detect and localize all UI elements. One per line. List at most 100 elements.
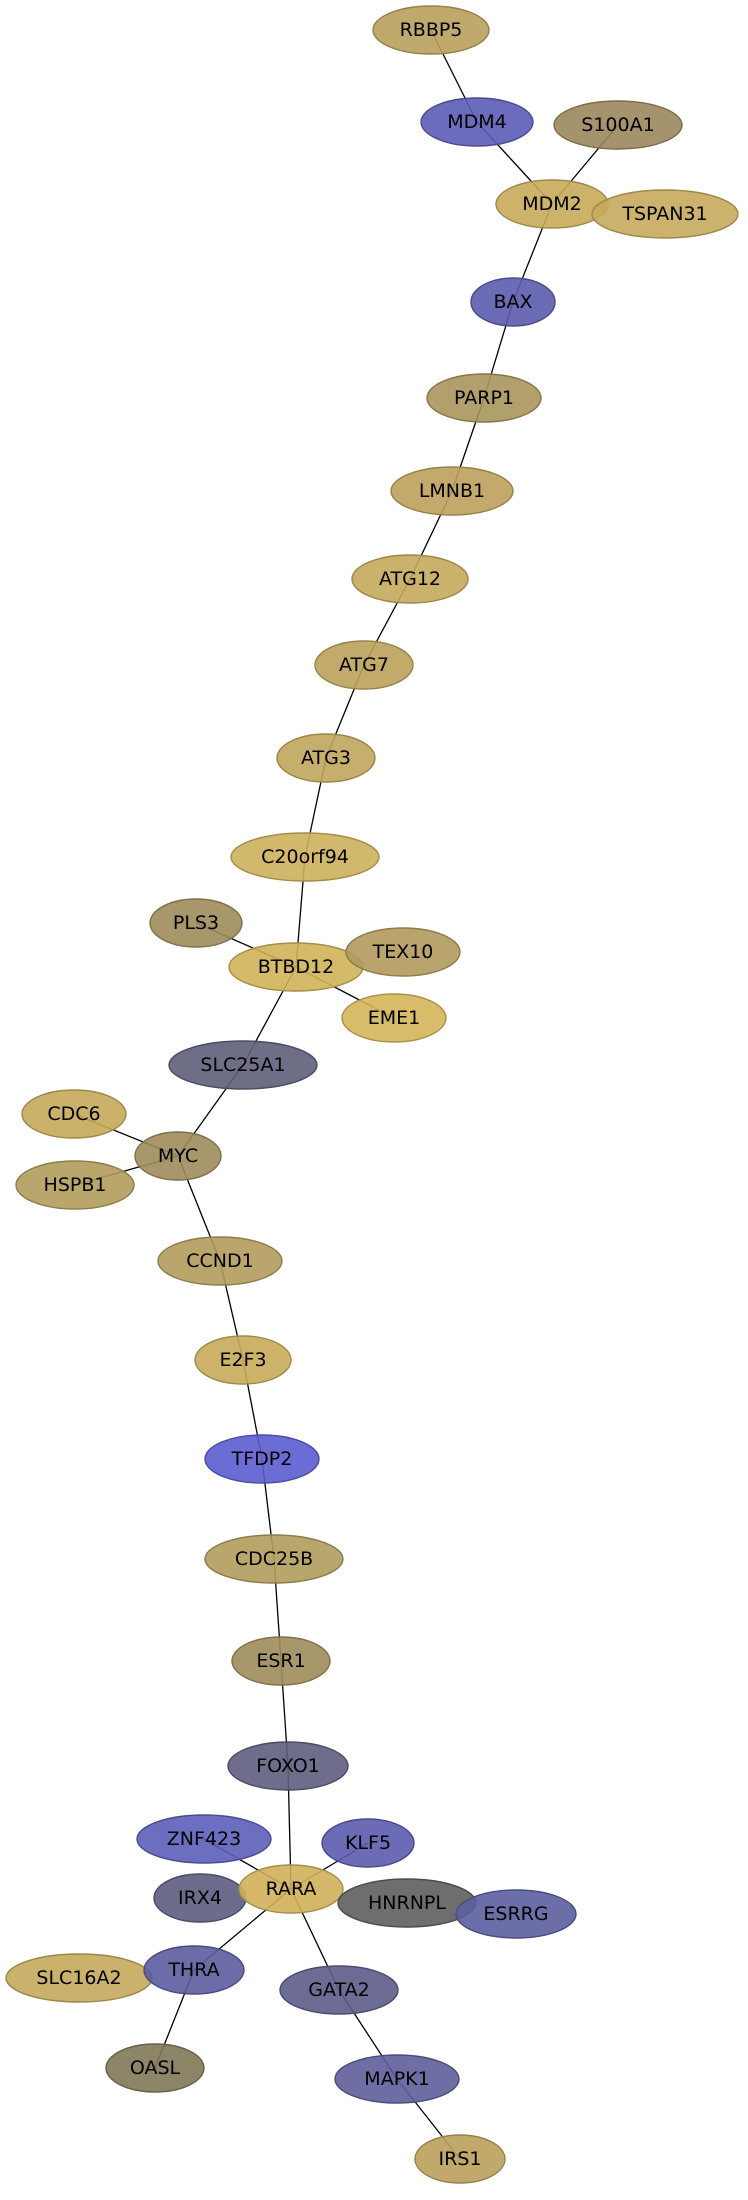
node-foxo1[interactable]: FOXO1 [227,1741,349,1791]
node-label: E2F3 [219,1349,266,1371]
node-eme1[interactable]: EME1 [341,993,447,1043]
node-btbd12[interactable]: BTBD12 [228,942,364,992]
node-label: SLC25A1 [200,1054,285,1076]
node-label: HNRNPL [368,1892,446,1914]
node-cdc25b[interactable]: CDC25B [204,1534,344,1584]
node-label: ESR1 [256,1650,305,1672]
node-ellipse [157,1236,283,1286]
node-ellipse [426,373,542,423]
node-bax[interactable]: BAX [470,277,556,327]
node-label: TEX10 [372,941,434,963]
node-ellipse [143,1945,245,1995]
node-label: IRX4 [178,1887,222,1909]
node-label: PARP1 [454,387,514,409]
node-s100a1[interactable]: S100A1 [553,100,683,150]
node-ellipse [238,1864,344,1914]
node-ellipse [136,1814,272,1864]
node-ellipse [414,2134,506,2184]
node-ellipse [372,5,490,55]
node-mdm4[interactable]: MDM4 [420,97,534,147]
node-esrrg[interactable]: ESRRG [455,1889,577,1939]
node-myc[interactable]: MYC [134,1131,222,1181]
node-c20orf94[interactable]: C20orf94 [230,832,380,882]
node-label: TFDP2 [231,1448,293,1470]
node-ellipse [149,898,243,948]
node-gata2[interactable]: GATA2 [279,1965,399,2015]
node-e2f3[interactable]: E2F3 [194,1335,292,1385]
node-label: LMNB1 [419,480,485,502]
node-ccnd1[interactable]: CCND1 [157,1236,283,1286]
node-label: TSPAN31 [621,203,707,225]
node-irx4[interactable]: IRX4 [153,1873,247,1923]
node-ellipse [314,640,414,690]
node-rara[interactable]: RARA [238,1864,344,1914]
node-label: CCND1 [186,1250,253,1272]
node-cdc6[interactable]: CDC6 [21,1089,127,1139]
node-mdm2[interactable]: MDM2 [495,179,609,229]
node-ellipse [204,1434,320,1484]
node-pls3[interactable]: PLS3 [149,898,243,948]
node-ellipse [341,993,447,1043]
node-ellipse [470,277,556,327]
node-label: C20orf94 [261,846,349,868]
node-parp1[interactable]: PARP1 [426,373,542,423]
node-label: RBBP5 [400,19,463,41]
node-label: HSPB1 [44,1174,107,1196]
node-lmnb1[interactable]: LMNB1 [390,466,514,516]
node-label: MDM2 [522,193,582,215]
node-label: SLC16A2 [36,1967,121,1989]
node-ellipse [105,2043,205,2093]
node-klf5[interactable]: KLF5 [321,1818,415,1868]
node-ellipse [553,100,683,150]
node-label: S100A1 [581,114,654,136]
node-znf423[interactable]: ZNF423 [136,1814,272,1864]
node-label: ATG7 [339,654,389,676]
node-ellipse [279,1965,399,2015]
node-tfdp2[interactable]: TFDP2 [204,1434,320,1484]
node-ellipse [168,1040,318,1090]
node-atg7[interactable]: ATG7 [314,640,414,690]
node-slc16a2[interactable]: SLC16A2 [5,1953,153,2003]
node-slc25a1[interactable]: SLC25A1 [168,1040,318,1090]
node-label: CDC25B [235,1548,313,1570]
node-ellipse [591,189,739,239]
node-thra[interactable]: THRA [143,1945,245,1995]
node-hspb1[interactable]: HSPB1 [15,1160,135,1210]
node-ellipse [230,832,380,882]
node-label: CDC6 [47,1103,100,1125]
node-ellipse [231,1636,331,1686]
node-ellipse [390,466,514,516]
node-hnrnpl[interactable]: HNRNPL [337,1878,477,1928]
node-ellipse [276,733,376,783]
node-ellipse [227,1741,349,1791]
node-tspan31[interactable]: TSPAN31 [591,189,739,239]
node-tex10[interactable]: TEX10 [345,927,461,977]
node-mapk1[interactable]: MAPK1 [334,2054,460,2104]
node-label: PLS3 [173,912,219,934]
node-label: MAPK1 [364,2068,429,2090]
node-label: FOXO1 [256,1755,320,1777]
node-label: BAX [493,291,532,313]
node-label: IRS1 [439,2148,482,2170]
node-label: ATG3 [301,747,351,769]
node-irs1[interactable]: IRS1 [414,2134,506,2184]
node-atg12[interactable]: ATG12 [351,554,469,604]
node-ellipse [321,1818,415,1868]
node-ellipse [334,2054,460,2104]
node-rbbp5[interactable]: RBBP5 [372,5,490,55]
node-label: ESRRG [483,1903,548,1925]
node-atg3[interactable]: ATG3 [276,733,376,783]
node-ellipse [134,1131,222,1181]
node-label: RARA [266,1878,317,1900]
node-oasl[interactable]: OASL [105,2043,205,2093]
node-label: ZNF423 [167,1828,241,1850]
node-ellipse [204,1534,344,1584]
node-ellipse [21,1089,127,1139]
node-label: ATG12 [379,568,441,590]
node-label: GATA2 [308,1979,369,2001]
node-ellipse [351,554,469,604]
node-esr1[interactable]: ESR1 [231,1636,331,1686]
node-label: KLF5 [345,1832,391,1854]
node-ellipse [15,1160,135,1210]
